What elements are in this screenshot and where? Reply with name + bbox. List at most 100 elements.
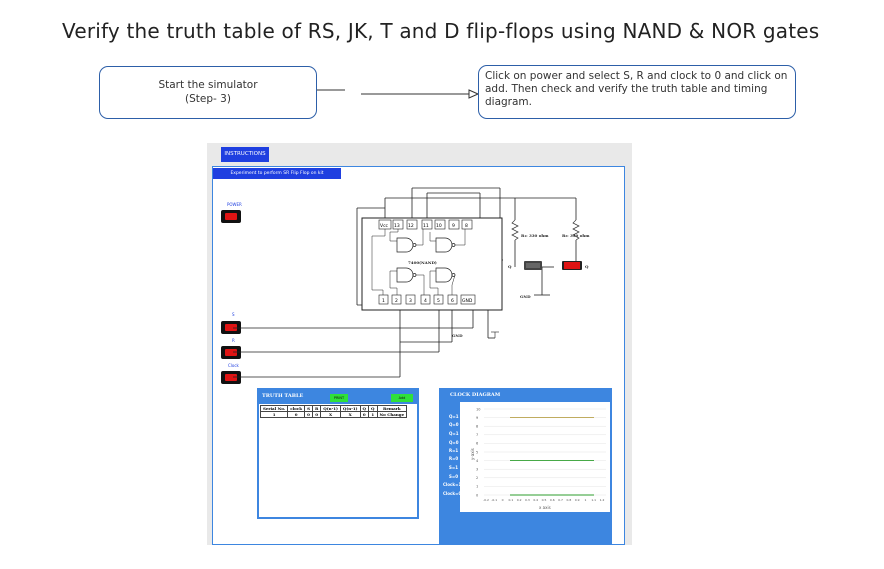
y-tick-label: 0 xyxy=(476,493,478,497)
step-callout: Start the simulator (Step- 3) xyxy=(99,66,317,119)
signal-label: S=0 xyxy=(449,474,459,479)
table-row: 1 0 0 0 X X 0 1 No Change xyxy=(259,411,408,418)
x-tick-label: -0.1 xyxy=(491,498,497,502)
x-tick-label: 1.1 xyxy=(591,498,596,502)
signal-label: Clock=0 xyxy=(443,491,462,496)
resistor2-label: R₂: 330 ohm xyxy=(562,233,590,238)
table-cell: 0 xyxy=(304,411,313,418)
x-tick-label: 1.2 xyxy=(600,498,605,502)
truth-table-title: TRUTH TABLE xyxy=(262,393,304,399)
signal-label: Clock=1 xyxy=(443,482,462,487)
clock-diagram-plot-bg xyxy=(460,402,610,512)
svg-text:13: 13 xyxy=(394,223,400,229)
r-input-switch[interactable] xyxy=(221,346,241,359)
x-tick-label: -0.2 xyxy=(483,498,489,502)
table-cell: X xyxy=(320,411,341,418)
y-tick-label: 10 xyxy=(476,407,480,411)
svg-text:GND: GND xyxy=(462,298,473,304)
led-qbar-on xyxy=(562,261,582,270)
signal-label: Q=0 xyxy=(449,422,459,427)
print-button[interactable]: PRINT xyxy=(330,394,348,402)
instruction-callout: Click on power and select S, R and clock… xyxy=(478,65,796,119)
table-header-row: Serial No. clock S R Q(n-1) Q(n-1) Q Q R… xyxy=(259,405,408,412)
resistors xyxy=(511,219,580,241)
svg-text:6: 6 xyxy=(451,298,454,304)
x-axis-title: x axis xyxy=(539,505,551,510)
add-button[interactable]: Add xyxy=(391,394,413,402)
table-cell: 0 xyxy=(311,411,322,418)
gnd-ic-label: GND xyxy=(452,333,463,338)
y-tick-label: 8 xyxy=(476,425,478,429)
svg-text:4: 4 xyxy=(424,298,427,304)
y-tick-label: 4 xyxy=(476,459,479,463)
q-label: Q xyxy=(508,264,512,269)
svg-text:2: 2 xyxy=(395,298,398,304)
y-tick-label: 1 xyxy=(476,485,478,489)
y-axis-title: y-axis xyxy=(470,448,475,460)
instructions-button[interactable]: INSTRUCTIONS xyxy=(221,147,269,162)
x-tick-label: 0.5 xyxy=(542,498,547,502)
x-tick-label: 0.9 xyxy=(575,498,580,502)
ground-ic: GND xyxy=(452,331,499,338)
signal-label: Q=0 xyxy=(449,440,459,445)
s-label: S xyxy=(232,312,235,317)
x-tick-label: 0.8 xyxy=(566,498,571,502)
clock-label: Clock xyxy=(228,363,239,368)
power-switch[interactable] xyxy=(221,210,241,223)
qbar-label: Q xyxy=(585,264,589,269)
signal-label: R=0 xyxy=(449,456,459,461)
x-tick-label: 0 xyxy=(502,498,504,502)
experiment-title: Experiment to perform SR Flip Flop on ki… xyxy=(213,168,341,179)
x-tick-label: 0.2 xyxy=(517,498,522,502)
ic-bottom-pins: 1 2 3 4 5 6 GND xyxy=(378,294,476,305)
x-tick-label: 0.6 xyxy=(550,498,555,502)
x-tick-label: 1 xyxy=(584,498,586,502)
table-cell: No Change xyxy=(376,411,408,418)
x-tick-label: 0.3 xyxy=(525,498,530,502)
s-input-switch[interactable] xyxy=(221,321,241,334)
step-text: Start the simulator xyxy=(158,79,258,91)
header-qn1: Q(n-1) xyxy=(320,405,341,412)
ic-top-pins: Vcc 13 12 11 10 9 8 xyxy=(378,219,473,230)
table-cell: 0 xyxy=(287,411,306,418)
arrow-connector xyxy=(317,89,479,99)
table-cell: 1 xyxy=(367,411,378,418)
truth-table: Serial No. clock S R Q(n-1) Q(n-1) Q Q R… xyxy=(259,405,408,418)
x-tick-label: 0.4 xyxy=(533,498,538,502)
gnd-led-label: GND xyxy=(520,294,531,299)
table-cell: 0 xyxy=(359,411,370,418)
circuit-diagram: R₁: 330 ohm R₂: 330 ohm Vcc 13 12 11 10 … xyxy=(233,187,590,378)
svg-text:3: 3 xyxy=(409,298,412,304)
step-number: (Step- 3) xyxy=(185,93,231,105)
header-qbar-n1: Q(n-1) xyxy=(339,405,361,412)
y-tick-label: 2 xyxy=(476,476,478,480)
y-tick-label: 6 xyxy=(476,442,478,446)
table-cell: 1 xyxy=(259,411,289,418)
y-tick-label: 5 xyxy=(476,450,478,454)
table-cell: X xyxy=(339,411,361,418)
nand-gates xyxy=(396,237,456,283)
svg-text:1: 1 xyxy=(382,298,385,304)
led-q-off xyxy=(524,261,542,270)
signal-label: S=1 xyxy=(449,465,459,470)
power-label: POWER xyxy=(227,202,242,207)
page-heading: Verify the truth table of RS, JK, T and … xyxy=(62,19,820,43)
ic-7400-chip xyxy=(361,217,503,311)
y-tick-label: 3 xyxy=(476,468,478,472)
svg-text:5: 5 xyxy=(437,298,440,304)
svg-text:12: 12 xyxy=(408,223,414,229)
clock-switch[interactable] xyxy=(221,371,241,384)
svg-text:9: 9 xyxy=(452,223,455,229)
y-tick-label: 9 xyxy=(476,416,478,420)
x-tick-label: 0.7 xyxy=(558,498,563,502)
svg-text:Vcc: Vcc xyxy=(380,223,389,229)
clock-diagram-title: CLOCK DIAGRAM xyxy=(450,392,501,398)
r-label: R xyxy=(232,338,235,343)
signal-label: R=1 xyxy=(449,448,459,453)
ic-name-label: 7400(NAND) xyxy=(408,260,437,265)
svg-text:11: 11 xyxy=(423,223,429,229)
header-clock: clock xyxy=(287,405,306,412)
svg-text:8: 8 xyxy=(465,223,468,229)
